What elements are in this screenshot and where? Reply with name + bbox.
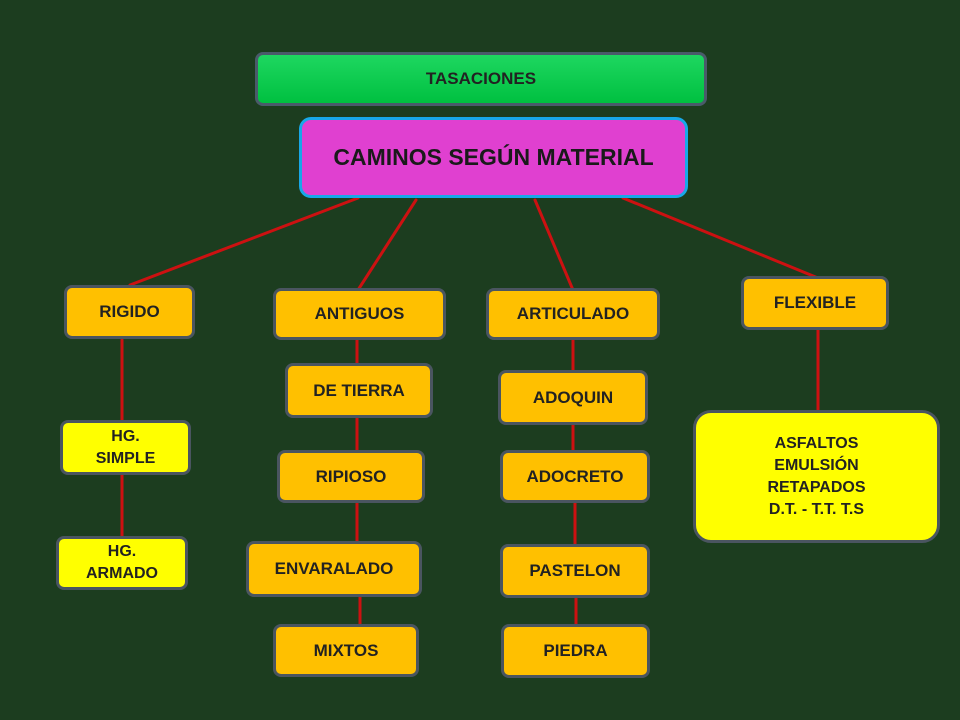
mixtos-box: MIXTOS bbox=[273, 624, 419, 677]
flexible-box: FLEXIBLE bbox=[741, 276, 889, 330]
envaralado-box: ENVARALADO bbox=[246, 541, 422, 597]
connector-main-rigido bbox=[128, 196, 360, 287]
tasaciones-box: TASACIONES bbox=[255, 52, 707, 106]
tasaciones-label: TASACIONES bbox=[425, 69, 537, 88]
asfaltos-label: ASFALTOS EMULSIÓN RETAPADOS D.T. - T.T. … bbox=[767, 434, 866, 518]
antiguos-box: ANTIGUOS bbox=[273, 288, 446, 340]
hg-simple-label: HG. SIMPLE bbox=[95, 427, 156, 467]
flexible-label: FLEXIBLE bbox=[773, 293, 857, 312]
articulado-label: ARTICULADO bbox=[516, 304, 630, 323]
antiguos-label: ANTIGUOS bbox=[314, 304, 405, 323]
connector-main-antiguos bbox=[356, 198, 418, 292]
ripioso-box: RIPIOSO bbox=[277, 450, 425, 503]
piedra-box: PIEDRA bbox=[501, 624, 650, 678]
connector-main-flexible bbox=[621, 196, 820, 280]
hg-armado-label: HG. ARMADO bbox=[86, 543, 158, 582]
pastelon-box: PASTELON bbox=[500, 544, 650, 598]
envaralado-label: ENVARALADO bbox=[274, 559, 394, 578]
caminos-segun-material-label: CAMINOS SEGÚN MATERIAL bbox=[333, 144, 654, 170]
rigido-box: RIGIDO bbox=[64, 285, 195, 339]
mixtos-label: MIXTOS bbox=[313, 640, 379, 660]
rigido-label: RIGIDO bbox=[99, 302, 160, 321]
de-tierra-box: DE TIERRA bbox=[285, 363, 433, 418]
adoquin-label: ADOQUIN bbox=[532, 387, 614, 407]
hg-armado-box: HG. ARMADO bbox=[56, 536, 188, 590]
adocreto-box: ADOCRETO bbox=[500, 450, 650, 503]
articulado-box: ARTICULADO bbox=[486, 288, 660, 340]
connector-main-articulado bbox=[533, 198, 575, 292]
de-tierra-label: DE TIERRA bbox=[313, 380, 405, 400]
adoquin-box: ADOQUIN bbox=[498, 370, 648, 425]
pastelon-label: PASTELON bbox=[529, 561, 621, 580]
hg-simple-box: HG. SIMPLE bbox=[60, 420, 191, 475]
adocreto-label: ADOCRETO bbox=[526, 466, 624, 486]
ripioso-label: RIPIOSO bbox=[315, 466, 387, 486]
piedra-label: PIEDRA bbox=[543, 641, 608, 660]
caminos-segun-material-box: CAMINOS SEGÚN MATERIAL bbox=[299, 117, 688, 198]
asfaltos-box: ASFALTOS EMULSIÓN RETAPADOS D.T. - T.T. … bbox=[693, 410, 940, 543]
